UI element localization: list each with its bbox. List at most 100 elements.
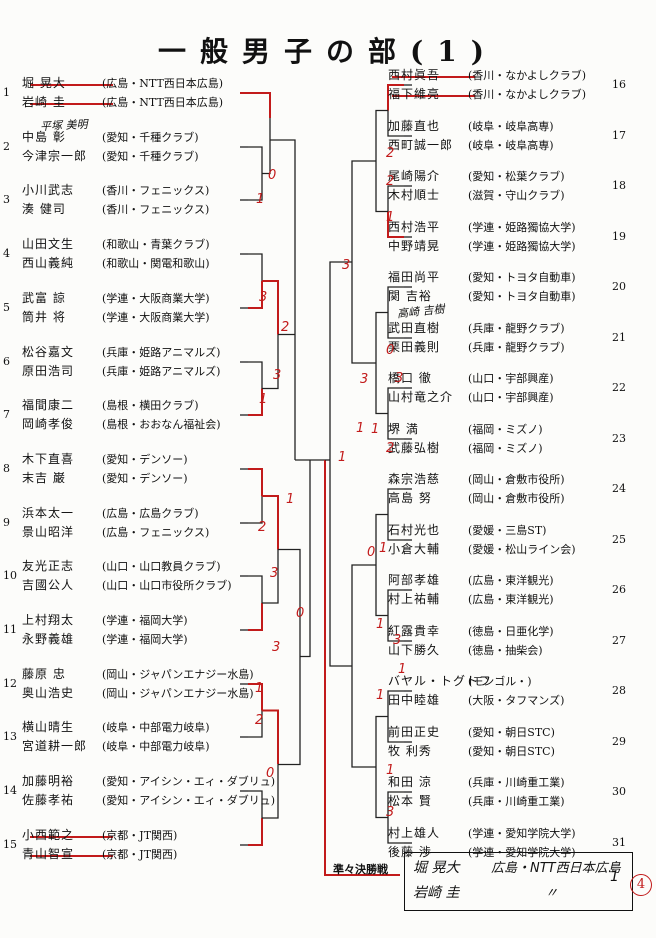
player-team: (岐阜・中部電力岐阜) <box>102 721 210 734</box>
entry-number: 3 <box>3 193 10 206</box>
entry-number: 26 <box>612 583 626 596</box>
player-team: (兵庫・川崎重工業) <box>468 795 565 808</box>
player-name: バヤル・トグトフ <box>388 674 493 688</box>
score-mark-r6: 3 <box>395 371 404 386</box>
r-r1-18-19-b <box>387 211 404 238</box>
l-r1-12-13-b <box>248 710 263 738</box>
player-name: 原田浩司 <box>22 364 75 378</box>
r-semi-a <box>329 261 352 464</box>
player-team: (香川・フェニックス) <box>102 203 210 216</box>
player-name: 武富 諒 <box>22 291 66 305</box>
player-team: (愛媛・三島ST) <box>468 524 547 537</box>
player-name: 牧 利秀 <box>388 744 432 758</box>
player-name: 尾崎陽介 <box>388 169 441 183</box>
r-r2-28-31-a <box>375 715 388 767</box>
final-team: 広島・NTT西日本広島 <box>491 861 621 876</box>
player-name: 筒井 将 <box>22 310 66 324</box>
score-mark-r16: 3 <box>386 805 395 820</box>
player-team: (愛知・朝日STC) <box>468 726 555 739</box>
score-mark-r8: 2 <box>386 441 395 456</box>
score-mark-r15: 1 <box>386 763 395 778</box>
player-team: (徳島・日亜化学) <box>468 625 554 638</box>
l-r2-12-15-b <box>262 764 279 819</box>
player-name: 山下勝久 <box>388 643 441 657</box>
player-name: 武藤弘樹 <box>388 441 441 455</box>
player-name: 橋口 徹 <box>388 371 432 385</box>
player-team: (滋賀・守山クラブ) <box>468 189 565 202</box>
player-team: (和歌山・青葉クラブ) <box>102 238 210 251</box>
player-name: 横山晴生 <box>22 720 75 734</box>
r-r3-24-31-b <box>351 666 376 768</box>
player-team: (広島・広島クラブ) <box>102 507 199 520</box>
l-r2-12-15-a <box>262 709 279 765</box>
entry-number: 8 <box>3 462 10 475</box>
r-r3-24-31-a <box>351 564 376 666</box>
final-connector <box>324 460 400 876</box>
player-team: (兵庫・龍野クラブ) <box>468 341 565 354</box>
score-mark-r9: 0 <box>367 545 376 560</box>
score-mark-s12: 0 <box>296 606 305 621</box>
player-name: 木下直喜 <box>22 452 75 466</box>
l-r1-2-3-a <box>248 146 263 174</box>
l-r1-14-15-b <box>248 818 263 846</box>
entry-number: 14 <box>3 784 17 797</box>
player-name: 森宗浩慈 <box>388 472 441 486</box>
player-team: (岐阜・中部電力岐阜) <box>102 740 210 753</box>
l-semi-b <box>300 460 311 658</box>
entry-number: 4 <box>3 247 10 260</box>
player-name: 山田文生 <box>22 237 75 251</box>
l-r1-10-11-b <box>248 603 263 631</box>
r-r1-24-25-b <box>387 514 404 541</box>
player-name: 村上雄人 <box>388 826 441 840</box>
entry-number: 13 <box>3 730 17 743</box>
player-name: 福間康二 <box>22 398 75 412</box>
entry-number: 7 <box>3 408 10 421</box>
score-mark-s9: 1 <box>286 492 295 507</box>
score-mark-r2: 2 <box>386 174 395 189</box>
player-team: (山口・山口市役所クラブ) <box>102 579 232 592</box>
player-name: 加藤明裕 <box>22 774 75 788</box>
player-team: (兵庫・龍野クラブ) <box>468 322 565 335</box>
final-label: 準々決勝戦 <box>333 863 388 876</box>
player-team: (福岡・ミズノ) <box>468 423 543 436</box>
player-name: 栗田義則 <box>388 340 441 354</box>
player-team: (岡山・ジャパンエナジー水島) <box>102 687 254 700</box>
player-team: (兵庫・川崎重工業) <box>468 776 565 789</box>
r-r1-30-31-b <box>387 817 404 844</box>
player-team: (愛知・デンソー) <box>102 472 188 485</box>
l-r1-2-3-b <box>248 173 263 201</box>
player-name: 福田尚平 <box>388 270 441 284</box>
player-name: 今津宗一郎 <box>22 149 88 163</box>
score-mark-s14: 1 <box>255 681 264 696</box>
r-r2-28-31-b <box>375 767 388 819</box>
player-team: (愛媛・松山ライン会) <box>468 543 576 556</box>
l-r1-6-7-a <box>248 361 263 389</box>
score-mark-r5: 0 <box>386 343 395 358</box>
player-name: 前田正史 <box>388 725 441 739</box>
score-mark-r10: 1 <box>379 541 388 556</box>
r-r1-20-21-b <box>387 312 404 339</box>
score-mark-s4: 2 <box>281 320 290 335</box>
r-r1-26-27-a <box>387 589 404 616</box>
player-team: (広島・東洋観光) <box>468 574 554 587</box>
player-name: 村上祐輔 <box>388 592 441 606</box>
player-name: 高島 努 <box>388 491 432 505</box>
score-mark-s3: 3 <box>259 290 268 305</box>
player-name: 岡崎孝俊 <box>22 417 75 431</box>
player-name: 景山昭洋 <box>22 525 75 539</box>
entry-number: 30 <box>612 785 626 798</box>
r-r1-28-29-a <box>387 690 404 717</box>
player-team: (学連・大阪商業大学) <box>102 292 210 305</box>
player-team: (岡山・ジャパンエナジー水島) <box>102 668 254 681</box>
l-r2-a <box>262 118 271 175</box>
player-team: (愛知・松葉クラブ) <box>468 170 565 183</box>
player-name: 福下維亮 <box>388 87 441 101</box>
